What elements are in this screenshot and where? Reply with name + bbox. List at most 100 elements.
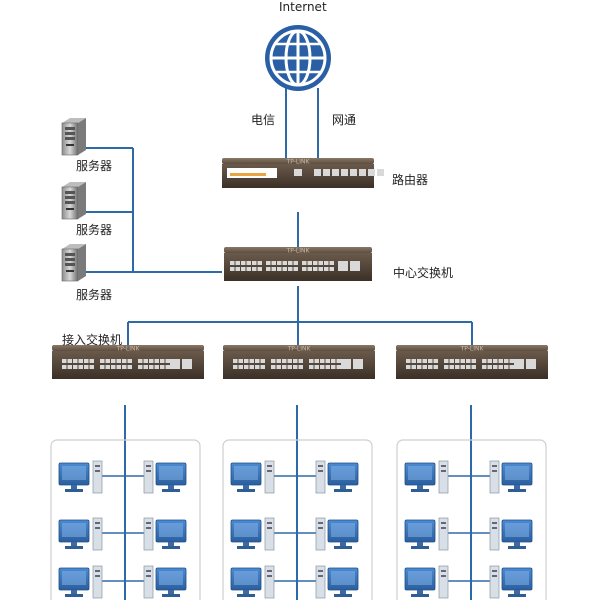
pc-tower [264, 565, 275, 599]
switch-port [255, 365, 260, 369]
monitor-glare [408, 571, 432, 585]
server-bay [65, 201, 75, 204]
switch-port [111, 359, 116, 363]
pc-tower [143, 517, 154, 551]
monitor-glare [331, 466, 355, 480]
tower-drive [146, 522, 151, 524]
monitor-glare [331, 571, 355, 585]
switch-port [482, 359, 487, 363]
switch-port [249, 359, 254, 363]
switch-port [320, 359, 325, 363]
switch-port [111, 365, 116, 369]
pc-tower [489, 565, 500, 599]
switch-port [154, 365, 159, 369]
monitor-glare [234, 466, 258, 480]
monitor-glare [62, 466, 86, 480]
switch-port [244, 365, 249, 369]
switch-port [282, 359, 287, 363]
router-port [341, 169, 348, 176]
uplink-port [353, 359, 363, 369]
monitor-neck [340, 485, 346, 489]
switch-port [143, 359, 148, 363]
tower-drive [492, 522, 497, 524]
switch-port [482, 365, 487, 369]
switch-port [143, 365, 148, 369]
tower-drive [318, 522, 323, 524]
switch-port [271, 359, 276, 363]
switch-port [62, 365, 67, 369]
pc-tower [315, 460, 326, 494]
switch-port [100, 365, 105, 369]
switch-port [238, 365, 243, 369]
switch-port [116, 365, 121, 369]
router-port [350, 169, 357, 176]
switch-port [246, 261, 251, 265]
switch-port [487, 359, 492, 363]
monitor-neck [243, 542, 249, 546]
switch-port [329, 267, 334, 271]
monitor-neck [417, 590, 423, 594]
switch-port [422, 359, 427, 363]
switch-port [62, 359, 67, 363]
switch-port [287, 359, 292, 363]
pc-tower [143, 565, 154, 599]
switch-port [233, 365, 238, 369]
switch-port [325, 359, 330, 363]
pc-tower [438, 565, 449, 599]
tower-drive [267, 570, 272, 572]
pc-workstation-icon [489, 517, 533, 551]
monitor-stand [237, 489, 255, 492]
switch-port [233, 359, 238, 363]
monitor-glare [159, 523, 183, 537]
pc-workstation-icon [404, 517, 449, 551]
tower-drive [492, 470, 497, 472]
pc-workstation-icon [143, 565, 187, 599]
tower-drive [95, 470, 100, 472]
switch-port [444, 365, 449, 369]
pc-tower [92, 460, 103, 494]
switch-port [238, 359, 243, 363]
switch-port [266, 261, 271, 265]
switch-port [406, 359, 411, 363]
device-brand: TP-LINK [286, 248, 311, 255]
monitor-stand [508, 594, 526, 597]
switch-port [252, 267, 257, 271]
client-groups [50, 439, 547, 604]
tower-drive [146, 570, 151, 572]
monitor-stand [65, 546, 83, 549]
switch-port [307, 261, 312, 265]
switch-port [455, 359, 460, 363]
monitor-glare [159, 466, 183, 480]
access-switch-device: TP-LINK [396, 345, 548, 379]
monitor-neck [417, 542, 423, 546]
tower-drive [318, 470, 323, 472]
router-wan-port [294, 169, 302, 176]
monitor-stand [65, 594, 83, 597]
switch-port [411, 359, 416, 363]
tower-drive [267, 575, 272, 577]
tower-drive [95, 527, 100, 529]
device-brand: TP-LINK [287, 346, 312, 353]
switch-port [422, 365, 427, 369]
monitor-stand [334, 546, 352, 549]
pc-tower [143, 460, 154, 494]
pc-tower [264, 517, 275, 551]
router-port [359, 169, 366, 176]
access-switch-device: TP-LINK [223, 345, 375, 379]
switch-port [466, 365, 471, 369]
isp-label-right: 网通 [332, 113, 357, 127]
switch-port [417, 359, 422, 363]
router-port [314, 169, 321, 176]
switch-port [160, 359, 165, 363]
client-group-frame [50, 439, 201, 604]
client-group [222, 439, 373, 604]
switch-port [149, 359, 154, 363]
core-switch-label: 中心交换机 [393, 266, 454, 280]
pc-tower [264, 460, 275, 494]
router-port [323, 169, 330, 176]
switch-port [127, 359, 132, 363]
switch-port [84, 359, 89, 363]
